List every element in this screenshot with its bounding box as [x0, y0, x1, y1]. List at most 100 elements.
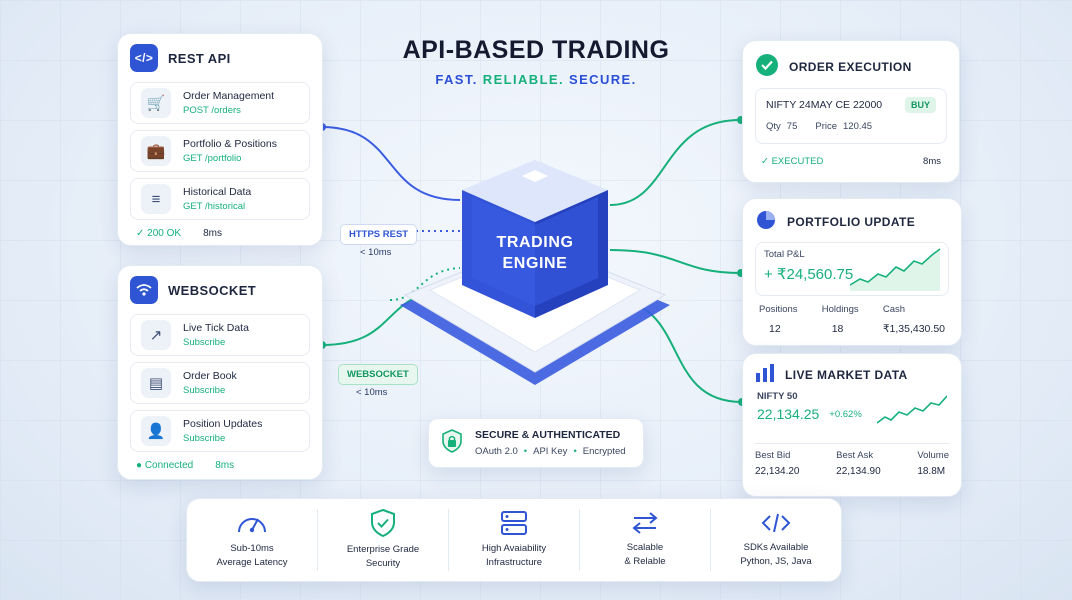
tagline: FAST. RELIABLE. SECURE. [0, 72, 1072, 87]
portfolio-header: PORTFOLIO UPDATE [755, 209, 949, 234]
stat-label: Volume [917, 450, 949, 461]
ws-connector-latency: < 10ms [356, 387, 388, 398]
feature-line2: Python, JS, Java [740, 556, 812, 567]
stat-value: 18 [831, 323, 844, 335]
pnl-label: Total P&L [764, 249, 805, 260]
ws-item-orderbook[interactable]: ▤ Order Book Subscribe [130, 362, 310, 404]
wire-ws-dots [389, 267, 461, 301]
user-icon: 👤 [141, 416, 171, 446]
arrows-icon [632, 512, 658, 534]
security-apikey: API Key [533, 446, 568, 457]
engine-cube [462, 160, 608, 318]
feature-line2: Infrastructure [486, 557, 542, 568]
market-stats: Best Bid 22,134.20 Best Ask 22,134.90 Vo… [755, 443, 949, 477]
ws-subscribe[interactable]: Subscribe [183, 385, 226, 396]
qty-label: Qty [766, 121, 781, 132]
stat-value: ₹1,35,430.50 [882, 323, 945, 335]
feature-line1: High Avaiability [481, 543, 547, 554]
rest-item-endpoint: GET /historical [183, 201, 246, 212]
security-separator: • [523, 446, 528, 457]
feature-security: Enterprise Grade Security [318, 509, 449, 571]
server-icon [501, 511, 527, 535]
order-symbol: NIFTY 24MAY CE 22000 [766, 99, 883, 111]
briefcase-icon: 💼 [141, 136, 171, 166]
code-icon: </> [130, 44, 158, 72]
price-value: 120.45 [843, 121, 873, 132]
wifi-icon [130, 276, 158, 304]
feature-line1: Sub-10ms [230, 543, 274, 554]
market-title: LIVE MARKET DATA [785, 367, 908, 382]
page-title: API-BASED TRADING [402, 36, 670, 64]
feature-line1: SDKs Available [743, 542, 809, 553]
live-market-data-card: LIVE MARKET DATA NIFTY 50 22,134.25 +0.6… [742, 353, 962, 497]
stat-label: Holdings [821, 304, 859, 315]
engine-line1: TRADING [496, 234, 574, 251]
feature-line2: Average Latency [216, 557, 288, 568]
rest-status: ✓ 200 OK [136, 228, 182, 239]
rest-footer: ✓ 200 OK 8ms [130, 228, 310, 239]
rest-item-orders[interactable]: 🛒 Order Management POST /orders [130, 82, 310, 124]
index-name: NIFTY 50 [757, 391, 798, 402]
trend-icon: ↗ [141, 320, 171, 350]
document-icon: ▤ [141, 368, 171, 398]
rest-item-endpoint: POST /orders [183, 105, 241, 116]
security-oauth: OAuth 2.0 [475, 446, 518, 457]
rest-api-card: </> REST API 🛒 Order Management POST /or… [117, 33, 323, 246]
feature-sdks: SDKs Available Python, JS, Java [711, 509, 841, 571]
ws-subscribe[interactable]: Subscribe [183, 337, 226, 348]
security-card: SECURE & AUTHENTICATED OAuth 2.0 • API K… [428, 418, 644, 468]
rest-item-portfolio[interactable]: 💼 Portfolio & Positions GET /portfolio [130, 130, 310, 172]
security-items: OAuth 2.0 • API Key • Encrypted [475, 446, 626, 457]
websocket-title: WEBSOCKET [168, 282, 257, 298]
qty-value: 75 [786, 121, 798, 132]
stat-value: 22,134.90 [836, 466, 881, 477]
pnl-sparkline [850, 248, 941, 291]
order-execution-card: ORDER EXECUTION NIFTY 24MAY CE 22000 BUY… [742, 40, 960, 183]
security-encrypted: Encrypted [582, 446, 626, 457]
feature-scalable: Scalable & Relable [580, 509, 711, 571]
tagline-reliable: RELIABLE. [482, 72, 565, 87]
https-rest-pill: HTTPS REST [340, 224, 418, 245]
ws-item-label: Order Book [183, 370, 237, 382]
stat-label: Best Ask [836, 450, 874, 461]
tagline-secure: SECURE. [569, 72, 637, 87]
order-detail-box: NIFTY 24MAY CE 22000 BUY Qty 75 Price 12… [755, 88, 947, 144]
websocket-pill: WEBSOCKET [338, 364, 418, 385]
ws-footer: ● Connected 8ms [130, 460, 310, 471]
rest-item-endpoint: GET /portfolio [183, 153, 242, 164]
feature-line2: Security [365, 558, 401, 569]
index-value: 22,134.25 [757, 406, 820, 422]
order-latency: 8ms [923, 156, 941, 167]
wire-portfolio [609, 249, 741, 274]
ws-item-ticks[interactable]: ↗ Live Tick Data Subscribe [130, 314, 310, 356]
price-label: Price [815, 121, 838, 132]
rest-api-title: REST API [168, 50, 231, 66]
feature-line1: Enterprise Grade [346, 544, 420, 555]
wire-order [609, 119, 741, 206]
ws-item-label: Live Tick Data [183, 322, 249, 334]
portfolio-title: PORTFOLIO UPDATE [787, 214, 916, 229]
rest-item-historical[interactable]: ≡ Historical Data GET /historical [130, 178, 310, 220]
bar-chart-icon [755, 364, 775, 385]
order-qty-price: Qty 75 Price 120.45 [766, 121, 936, 132]
feature-latency: Sub-10ms Average Latency [187, 509, 318, 571]
check-circle-icon [755, 53, 779, 80]
pnl-value: + ₹24,560.75 [764, 266, 854, 283]
websocket-header: WEBSOCKET [130, 276, 310, 304]
rest-latency: 8ms [203, 228, 222, 239]
stat-value: 22,134.20 [755, 466, 800, 477]
gauge-icon [238, 518, 266, 533]
stat-value: 18.8M [917, 466, 946, 477]
ws-latency: 8ms [215, 460, 235, 471]
cart-icon: 🛒 [141, 88, 171, 118]
engine-line2: ENGINE [502, 255, 568, 272]
websocket-card: WEBSOCKET ↗ Live Tick Data Subscribe ▤ O… [117, 265, 323, 480]
shield-icon [371, 509, 395, 537]
feature-line2: & Relable [624, 556, 666, 567]
market-sparkline [877, 395, 947, 424]
order-footer: ✓ EXECUTED 8ms [755, 156, 947, 167]
ws-subscribe[interactable]: Subscribe [183, 433, 226, 444]
market-box: NIFTY 50 22,134.25 +0.62% [755, 391, 949, 437]
buy-badge: BUY [904, 97, 936, 113]
ws-item-positions[interactable]: 👤 Position Updates Subscribe [130, 410, 310, 452]
